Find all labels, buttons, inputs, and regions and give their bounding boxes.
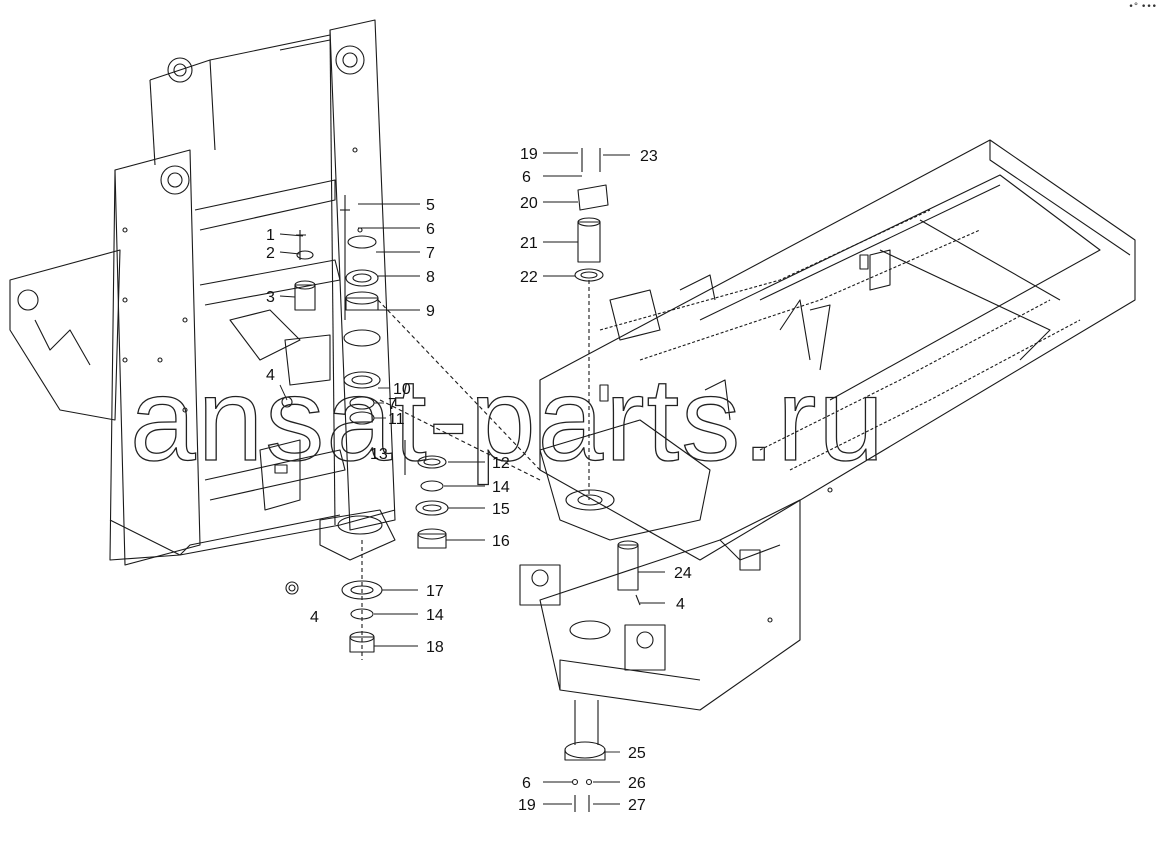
callout-17: 17 [426,583,444,600]
callout-13: 13 [370,446,388,463]
callout-22: 22 [520,269,538,286]
callout-19: 19 [518,797,536,814]
callout-7: 7 [388,396,397,413]
callout-20: 20 [520,195,538,212]
callout-9: 9 [426,303,435,320]
callout-24: 24 [674,565,692,582]
callout-14: 14 [492,479,510,496]
callout-21: 21 [520,235,538,252]
callout-labels: 1 2 3 4 4 4 5 6 7 8 9 10 7 11 13 12 14 1… [266,146,692,814]
callout-6: 6 [426,221,435,238]
callout-10: 10 [393,381,411,398]
callout-19: 19 [520,146,538,163]
callout-23: 23 [640,148,658,165]
callout-27: 27 [628,797,646,814]
callout-2: 2 [266,245,275,262]
corner-mark: •° ••• [1128,2,1157,12]
callout-5: 5 [426,197,435,214]
callout-16: 16 [492,533,510,550]
callout-15: 15 [492,501,510,518]
callout-7: 7 [426,245,435,262]
callout-26: 26 [628,775,646,792]
callout-1: 1 [266,227,275,244]
callout-6: 6 [522,775,531,792]
callout-25: 25 [628,745,646,762]
watermark-text: ansat-parts.ru [130,354,886,486]
callout-8: 8 [426,269,435,286]
front-frame [9,19,396,566]
callout-6: 6 [522,169,531,186]
callout-12: 12 [492,455,510,472]
callout-3: 3 [266,289,275,306]
callout-18: 18 [426,639,444,656]
callout-14: 14 [426,607,444,624]
callout-4: 4 [310,609,319,626]
callout-4: 4 [676,596,685,613]
leader-lines [279,152,665,805]
right-pin-stack [564,148,641,812]
callout-11: 11 [388,411,405,428]
callout-4: 4 [266,367,275,384]
